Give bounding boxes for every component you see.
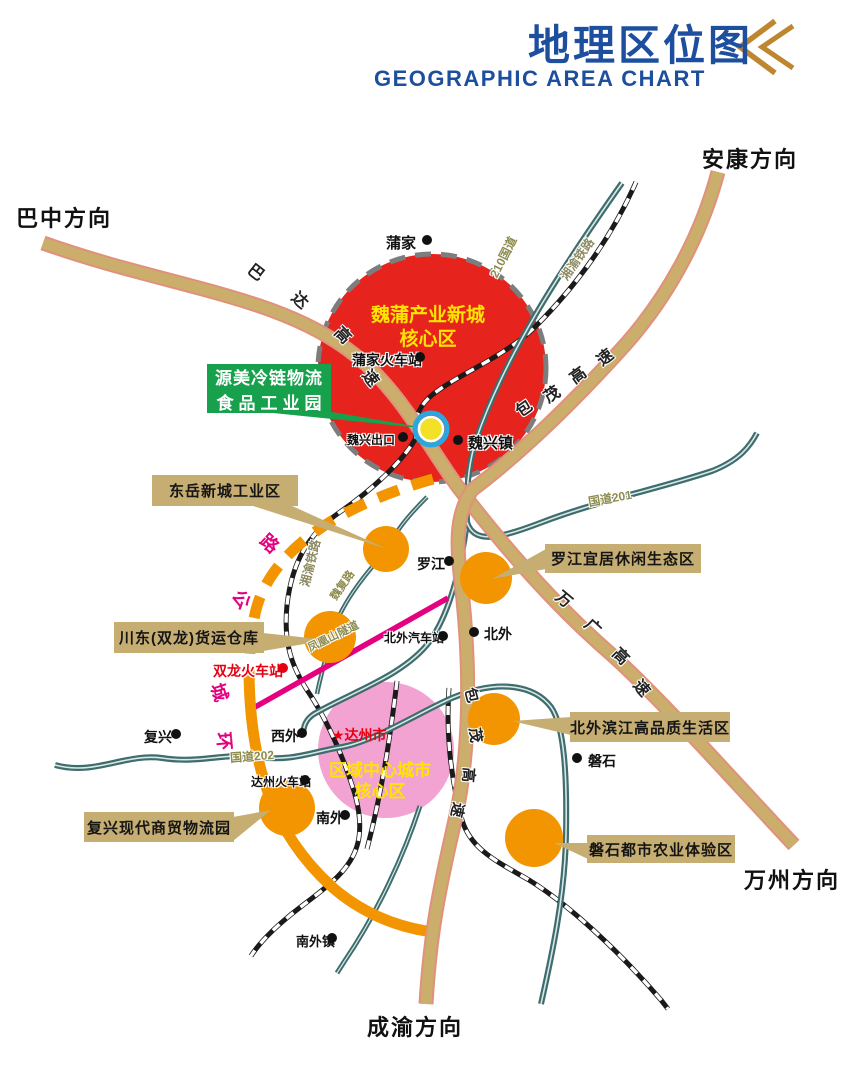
- station-dot: [278, 663, 288, 673]
- station-dot: [438, 631, 448, 641]
- callout-box: 罗江宜居休闲生态区: [545, 544, 701, 573]
- station-label: 魏兴出口: [347, 433, 396, 447]
- station-dot: [327, 933, 337, 943]
- station-dot: [300, 775, 310, 785]
- station-label: 复兴: [144, 729, 172, 745]
- city-core-line2: 核心区: [354, 782, 406, 801]
- map-node: [468, 693, 520, 745]
- direction-label: 万州方向: [744, 868, 841, 893]
- page-subtitle: GEOGRAPHIC AREA CHART: [374, 66, 706, 91]
- station-label: 南外: [316, 810, 344, 826]
- park-name-line1: 源美冷链物流: [215, 368, 323, 388]
- map-node: [505, 809, 563, 867]
- station-label: 北外汽车站: [384, 631, 445, 645]
- station-dot: [297, 728, 307, 738]
- map-node: [259, 780, 315, 836]
- park-label-box: 源美冷链物流 食品工业园: [207, 364, 331, 413]
- park-marker: [412, 410, 450, 448]
- header-chevron-icon: [735, 18, 795, 76]
- callout-box: 复兴现代商贸物流园: [84, 812, 234, 842]
- dazhou-city-label: ★达州市: [332, 727, 387, 743]
- industry-zone-circle: [315, 251, 549, 485]
- map-node: [304, 611, 356, 663]
- station-dot: [340, 810, 350, 820]
- callout-box: 东岳新城工业区: [152, 475, 298, 506]
- station-dot: [572, 753, 582, 763]
- callout-box: 磐石都市农业体验区: [587, 835, 735, 863]
- station-dot: [453, 435, 463, 445]
- station-label: 蒲家: [386, 235, 417, 252]
- park-name-line2: 食品工业园: [216, 393, 327, 413]
- park-marker-ring: [412, 410, 450, 448]
- map-node: [460, 552, 512, 604]
- callout-box: 北外滨江高品质生活区: [570, 712, 730, 742]
- direction-label: 安康方向: [702, 147, 799, 172]
- direction-label: 巴中方向: [16, 206, 113, 231]
- railway-layer: [248, 180, 670, 1011]
- station-label: 磐石: [588, 753, 616, 769]
- station-label: 蒲家火车站: [352, 352, 422, 368]
- railway-branch-city: [364, 680, 400, 850]
- local-road-southwest: [334, 805, 423, 975]
- city-core-zone-label: 区域中心城市 核心区: [329, 760, 431, 802]
- station-label: 达州火车站: [251, 775, 312, 789]
- industry-zone-label: 魏蒲产业新城 核心区: [371, 304, 485, 352]
- industry-zone-line2: 核心区: [399, 329, 457, 350]
- callout-pointer: [492, 549, 546, 579]
- park-marker-dot: [417, 415, 445, 443]
- station-dot: [422, 235, 432, 245]
- ring-road-solid-segment: [243, 667, 427, 937]
- station-dot: [469, 627, 479, 637]
- map-node: [363, 526, 409, 572]
- national-road-202: [54, 683, 570, 1005]
- station-dot: [444, 556, 454, 566]
- node-layer: [259, 526, 563, 867]
- station-label: 北外: [484, 626, 512, 642]
- expressway-baomao: [418, 170, 726, 1005]
- xiangyu-railway-line: [248, 180, 639, 958]
- station-label: 魏兴镇: [468, 435, 514, 452]
- railway-branch-southeast: [445, 687, 670, 1011]
- callout-pointer: [233, 810, 271, 841]
- industry-zone-line1: 魏蒲产业新城: [370, 305, 486, 326]
- station-dot: [415, 352, 425, 362]
- callout-pointer-layer: [233, 505, 588, 859]
- park-pointer-beam: [263, 408, 431, 429]
- callout-pointer: [250, 505, 387, 549]
- station-label: 西外: [271, 728, 299, 744]
- station-dot: [398, 432, 408, 442]
- station-label: 双龙火车站: [213, 663, 283, 679]
- direction-label: 成渝方向: [367, 1015, 464, 1040]
- weifu-road: [314, 495, 429, 695]
- station-label: 罗江: [417, 556, 445, 572]
- station-label: 南外镇: [296, 934, 336, 949]
- callout-pointer: [263, 633, 328, 651]
- callout-box: 川东(双龙)货运仓库: [114, 622, 264, 653]
- road-name-label: 高: [458, 766, 478, 784]
- page-title: 地理区位图: [528, 22, 754, 69]
- road-name-label: 茂: [465, 726, 485, 744]
- city-core-line1: 区域中心城市: [329, 761, 431, 780]
- callout-pointer: [554, 843, 588, 859]
- road-name-label: 国道202: [229, 747, 275, 766]
- callout-pointer: [512, 717, 571, 735]
- station-dot: [171, 729, 181, 739]
